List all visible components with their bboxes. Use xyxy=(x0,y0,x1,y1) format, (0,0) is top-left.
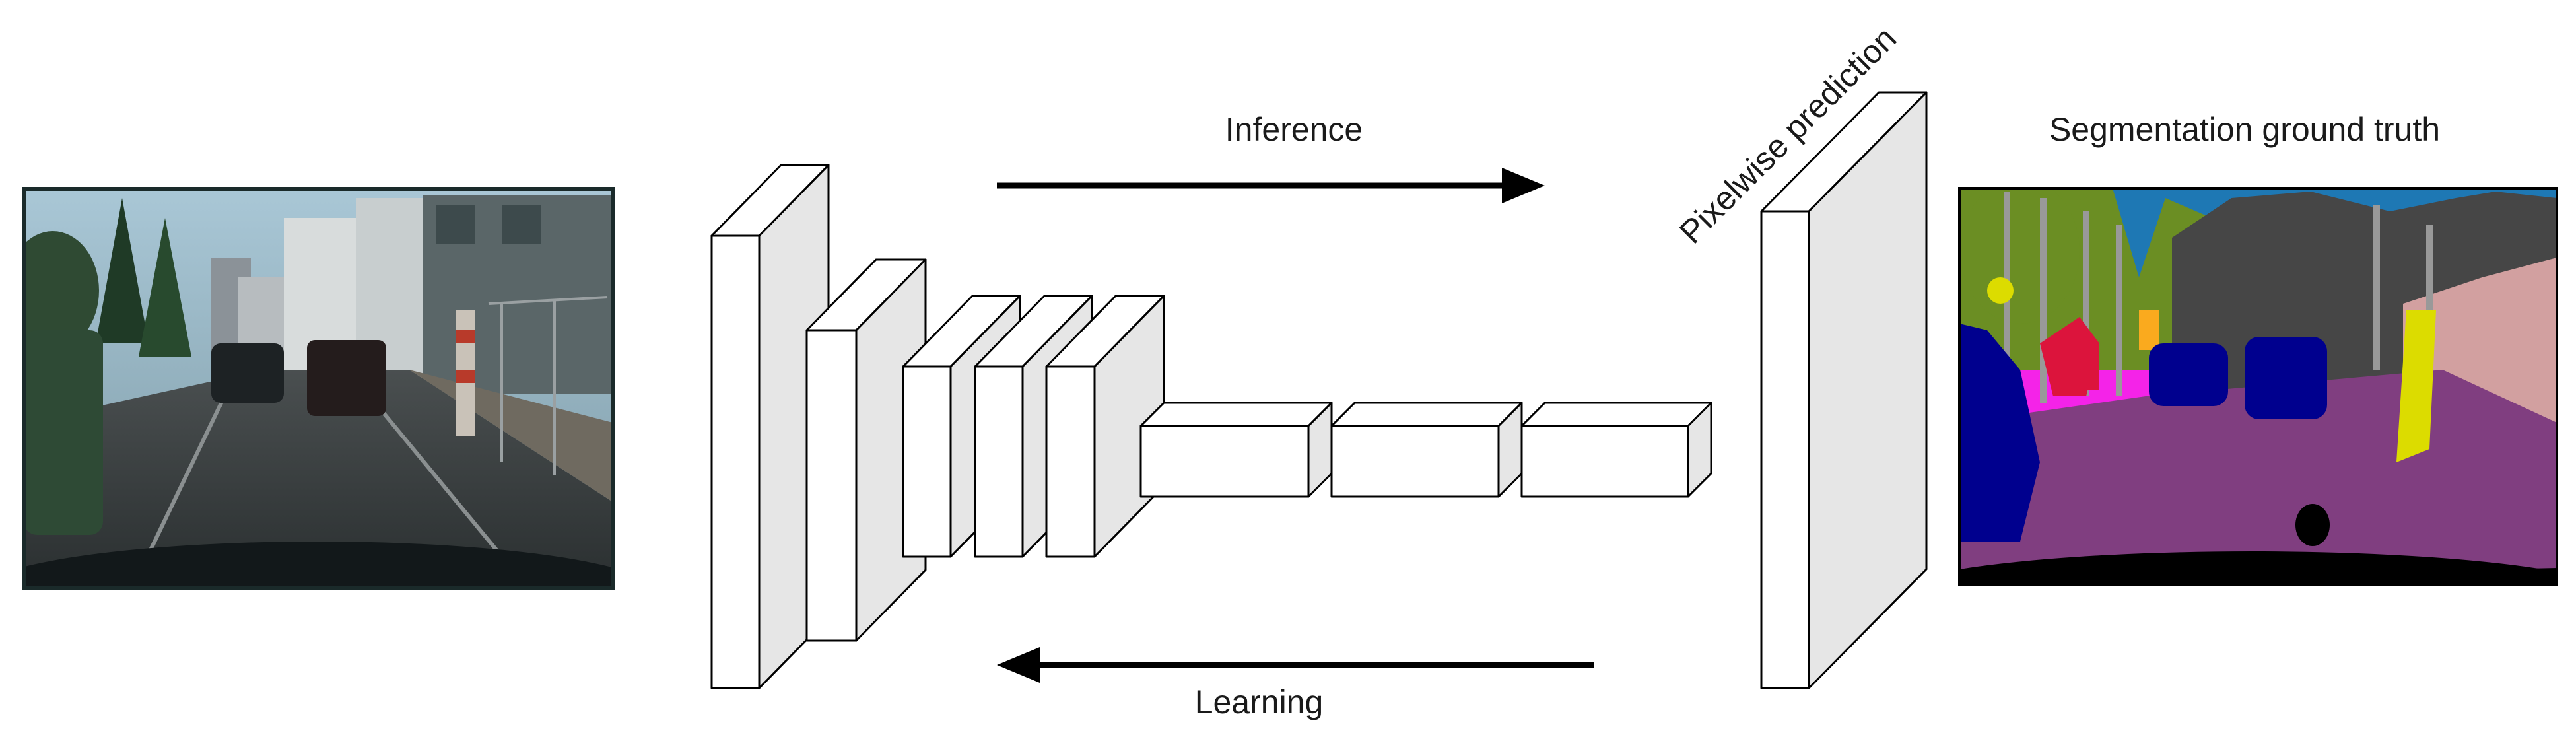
dense-block-2 xyxy=(1330,402,1523,498)
learning-arrow xyxy=(997,647,1594,683)
inference-label: Inference xyxy=(1225,111,1363,148)
input-photo-frame xyxy=(22,187,615,590)
segmentation-ground-truth xyxy=(1959,188,2557,584)
cnn-blocks xyxy=(710,91,1928,689)
learning-label: Learning xyxy=(1195,683,1324,720)
ground-truth-label: Segmentation ground truth xyxy=(2049,111,2440,148)
ground-truth-frame xyxy=(1958,187,2558,586)
dense-block-3 xyxy=(1520,402,1712,498)
input-street-photo xyxy=(24,189,613,588)
prediction-block xyxy=(1760,91,1928,689)
dense-block-1 xyxy=(1139,402,1333,498)
inference-arrow xyxy=(997,168,1545,203)
